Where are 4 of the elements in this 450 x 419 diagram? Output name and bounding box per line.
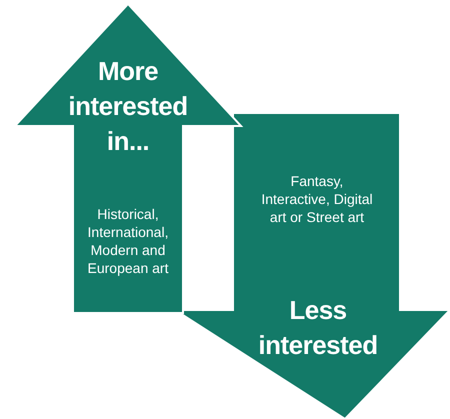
arrow-body-text: Historical, International, Modern and European art [86,205,170,277]
arrow-heading: More interested in... [67,55,189,158]
arrow-heading: Less interested [257,294,379,362]
arrow-body-text: Fantasy, Interactive, Digital art or Street art [260,172,374,226]
